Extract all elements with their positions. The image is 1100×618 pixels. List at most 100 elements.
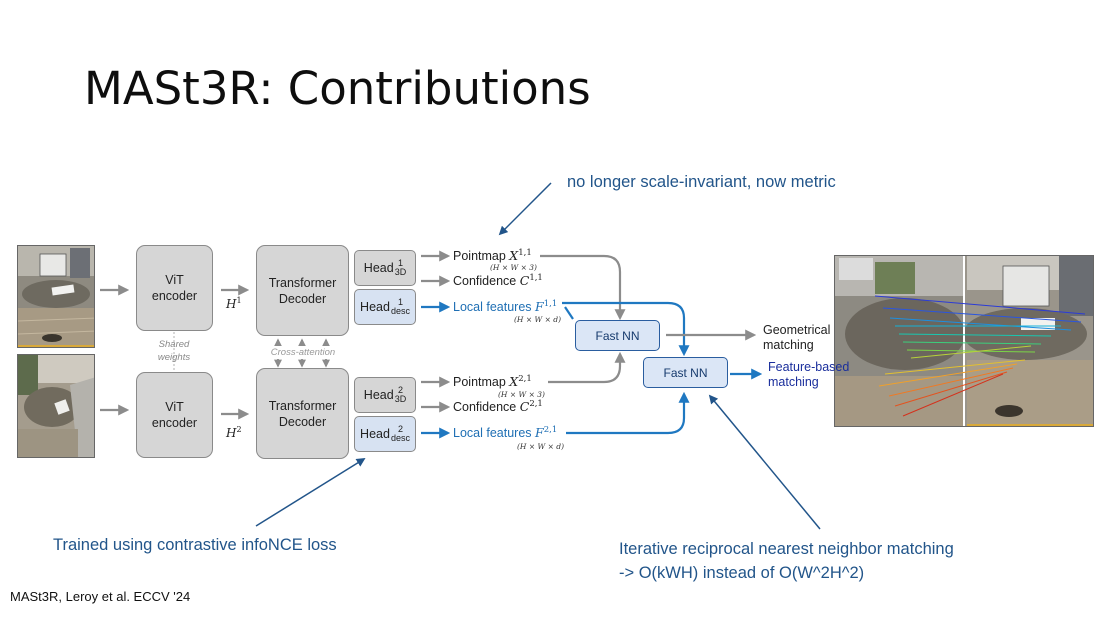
feature-line1: Feature-based [768,360,850,374]
pointmap-1-label: Pointmap X1,1 [453,248,532,263]
confidence-1-symbol: C1,1 [520,273,543,288]
pointmap-2-label: Pointmap X2,1 [453,374,532,389]
vit-encoder-2-line1: ViT [165,400,184,414]
matching-result-graphic [835,256,1093,426]
x11-base: X [509,248,519,264]
h2-sup: 2 [236,425,242,434]
path-pointmap1-fastnn [540,254,626,321]
vit-encoder-2-label: ViT encoder [152,399,197,431]
transformer-decoder-2: Transformer Decoder [256,368,349,459]
pointmap-2-dims: (H × W × 3) [498,390,545,399]
vit-encoder-1-line1: ViT [165,273,184,287]
c21-base: C [519,399,530,415]
cross-attention-label: Cross-attention [262,346,344,359]
decoder-2-line1: Transformer [268,398,337,413]
annotation-scale: no longer scale-invariant, now metric [567,173,836,191]
input-image-1 [17,245,95,348]
head-desc-2-sup: 2 [397,424,403,434]
path-pointmap2-fastnn [548,351,626,384]
pointmap-1-symbol: X1,1 [509,248,531,263]
f21-sup: 2,1 [543,425,558,435]
shared-weights-line2: weights [157,352,191,363]
h1-variable: H1 [226,296,242,311]
pointer-iterative [708,394,821,530]
decoder-2-line2: Decoder [278,414,327,429]
x21-base: X [509,374,519,390]
confidence-1-label: Confidence C1,1 [453,273,543,288]
features-2-text: Local features [453,426,532,441]
pointmap-2-text: Pointmap [453,375,506,390]
head-3d-1-text: Head [363,261,394,275]
pointmap-1-dims: (H × W × 3) [490,263,537,272]
citation: MASt3R, Leroy et al. ECCV '24 [10,589,191,604]
head-3d-1-sub: 3D [394,267,407,277]
confidence-1-text: Confidence [453,274,517,289]
head-desc-2-text: Head [360,427,390,441]
head-desc-1-sup: 1 [397,297,403,307]
features-1-dims: (H × W × d) [514,315,562,324]
vit-encoder-1: ViT encoder [136,245,213,331]
feature-line2: matching [768,375,819,389]
pointmap-2-symbol: X2,1 [509,374,531,389]
path-feat-stub [564,306,574,320]
geometrical-matching-label: Geometrical matching [763,323,830,353]
vit-encoder-2-line2: encoder [151,416,198,430]
annotation-iterative: Iterative reciprocal nearest neighbor ma… [619,537,954,585]
features-2-label: Local features F2,1 [453,425,557,440]
annotation-iterative-line2: -> O(kWH) instead of O(W^2H^2) [619,564,865,582]
head-3d-1-sup: 1 [397,258,403,268]
input-image-1-graphic [18,246,94,347]
shared-weights-line1: Shared [158,339,190,350]
x21-sup: 2,1 [518,374,532,384]
input-image-2 [17,354,95,458]
features-2-symbol: F2,1 [535,425,557,440]
matching-result-image [834,255,1094,427]
f21-base: F [535,425,544,441]
decoder-1-line2: Decoder [278,291,327,306]
head-desc-2-sub: desc [390,433,410,443]
path-features2-fastnn2 [566,391,690,435]
features-2-dims: (H × W × d) [517,442,565,451]
h2-base: H [226,426,237,440]
h1-sup: 1 [236,296,242,305]
pointer-trained [255,458,366,527]
fast-nn-geometric: Fast NN [575,320,660,351]
h2-variable: H2 [226,425,242,440]
path-features1-fastnn2 [562,301,690,357]
shared-weights-label: Shared weights [143,338,205,364]
geometrical-line1: Geometrical [763,323,831,337]
f11-base: F [535,299,544,315]
vit-encoder-1-label: ViT encoder [152,272,197,304]
confidence-2-text: Confidence [453,400,517,415]
confidence-2-symbol: C2,1 [520,399,543,414]
head-3d-2-sub: 3D [394,394,407,404]
annotation-iterative-line1: Iterative reciprocal nearest neighbor ma… [619,540,954,558]
feature-matching-label: Feature-based matching [768,360,849,390]
f11-sup: 1,1 [543,299,558,309]
h1-base: H [226,297,237,311]
x11-sup: 1,1 [518,248,532,258]
c11-sup: 1,1 [529,273,543,283]
head-3d-2-text: Head [363,388,394,402]
head-3d-2-sup: 2 [397,385,403,395]
transformer-decoder-1-label: Transformer Decoder [269,275,337,307]
pointmap-1-text: Pointmap [453,249,506,264]
c11-base: C [519,273,530,289]
transformer-decoder-2-label: Transformer Decoder [269,398,337,430]
features-1-symbol: F1,1 [535,299,557,314]
confidence-2-label: Confidence C2,1 [453,399,543,414]
decoder-1-line1: Transformer [268,275,337,290]
features-1-text: Local features [453,300,532,315]
vit-encoder-1-line2: encoder [151,289,198,303]
vit-encoder-2: ViT encoder [136,372,213,458]
features-1-label: Local features F1,1 [453,299,557,314]
